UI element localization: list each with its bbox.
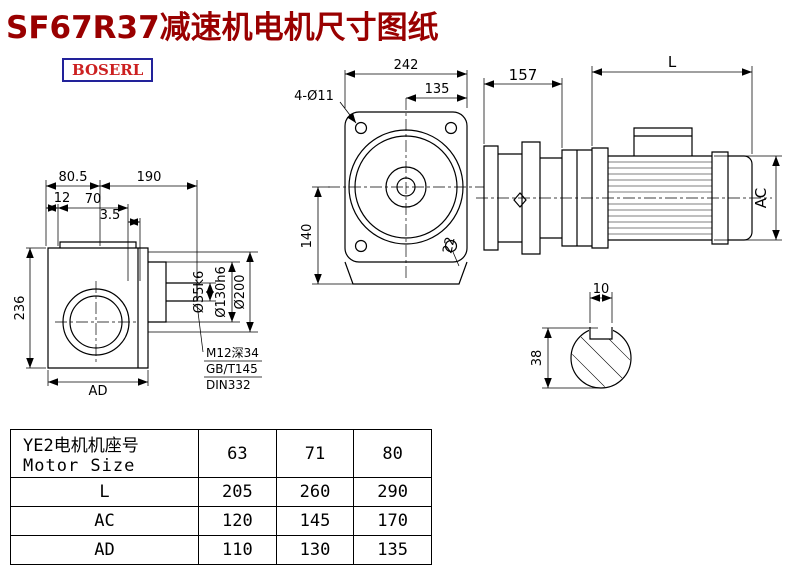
motor-size-header-cell: YE2电机机座号 Motor Size <box>10 429 199 478</box>
size-column-header: 63 <box>198 429 277 478</box>
size-column-header: 80 <box>353 429 432 478</box>
dia-200-label: Ø200 <box>233 274 248 309</box>
motor-size-header-en: Motor Size <box>23 456 136 476</box>
flange-front-view: 242 135 4-Ø11 140 22 <box>294 58 484 285</box>
dim-135-label: 135 <box>425 82 450 97</box>
bolt-hole <box>444 121 458 135</box>
row-label: L <box>10 477 199 507</box>
motor-size-header-cn: YE2电机机座号 <box>23 436 139 456</box>
keyway-mask <box>589 325 613 339</box>
dia-130-label: Ø130h6 <box>214 266 229 318</box>
center-lines <box>328 98 484 278</box>
brand-logo: BOSERL <box>62 58 154 82</box>
dim-10-label: 10 <box>593 282 610 297</box>
center-lines <box>55 281 137 363</box>
dim-140-label: 140 <box>300 224 315 249</box>
table-cell: 260 <box>275 477 355 507</box>
bolt-hole <box>444 239 458 253</box>
din-standard-note: DIN332 <box>206 378 251 392</box>
table-cell: 120 <box>198 506 277 536</box>
hatch-lines <box>572 329 630 387</box>
dim-12-label: 12 <box>54 191 71 206</box>
keyway <box>589 327 613 340</box>
dim-22-label: 22 <box>441 236 459 255</box>
bolt-holes-label: 4-Ø11 <box>294 89 334 104</box>
table-cell: 290 <box>353 477 432 507</box>
table-cell: 170 <box>353 506 432 536</box>
gearbox-side-view: 80.5 190 12 70 3.5 236 AD Ø35k6 Ø130h6 Ø… <box>13 170 262 399</box>
table-row-l: L 205 260 290 <box>10 477 432 507</box>
dimension-table: YE2电机机座号 Motor Size 63 71 80 L 205 260 2… <box>10 429 432 565</box>
shaft-section-view: 10 38 <box>530 282 632 389</box>
page-title: SF67R37减速机电机尺寸图纸 <box>6 10 439 46</box>
dim-242-label: 242 <box>394 58 419 73</box>
dim-157-label: 157 <box>509 66 538 84</box>
housing-base <box>344 261 468 285</box>
dim-ac-label: AC <box>752 188 770 208</box>
thread-note: M12深34 <box>206 346 259 360</box>
assembly-outline <box>483 127 753 255</box>
cooling-fins <box>608 161 712 235</box>
row-label: AC <box>10 506 199 536</box>
motor-assembly-view: 157 L AC <box>476 53 782 255</box>
leader-line <box>339 101 357 124</box>
table-cell: 135 <box>353 535 432 565</box>
table-header-row: YE2电机机座号 Motor Size 63 71 80 <box>10 429 432 478</box>
size-column-header: 71 <box>275 429 355 478</box>
table-cell: 110 <box>198 535 277 565</box>
extension-lines <box>483 66 782 241</box>
gb-standard-note: GB/T145 <box>206 362 258 376</box>
row-label: AD <box>10 535 199 565</box>
dim-190-label: 190 <box>137 170 162 185</box>
table-cell: 130 <box>275 535 355 565</box>
dim-80-5-label: 80.5 <box>59 170 88 185</box>
dim-70-label: 70 <box>85 192 102 207</box>
table-row-ad: AD 110 130 135 <box>10 535 432 565</box>
table-row-ac: AC 120 145 170 <box>10 506 432 536</box>
dim-3-5-label: 3.5 <box>100 208 121 223</box>
gearbox-outline <box>47 241 198 369</box>
table-cell: 205 <box>198 477 277 507</box>
dim-236-label: 236 <box>13 296 28 321</box>
table-cell: 145 <box>275 506 355 536</box>
dia-35-label: Ø35k6 <box>192 271 207 314</box>
dim-l-label: L <box>668 53 677 71</box>
bolt-hole <box>354 239 368 253</box>
bolt-hole <box>354 121 368 135</box>
dim-38-label: 38 <box>530 350 545 367</box>
dim-ad-label: AD <box>89 384 108 399</box>
extension-lines <box>542 292 613 389</box>
